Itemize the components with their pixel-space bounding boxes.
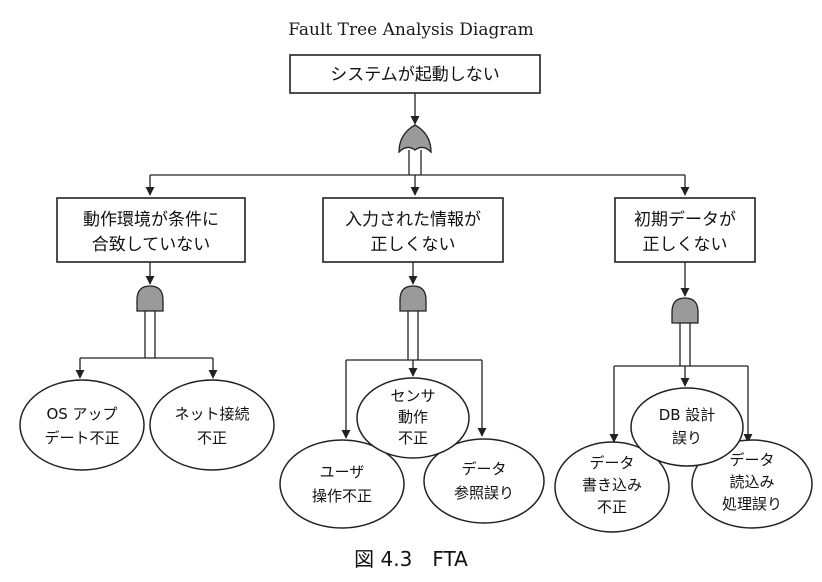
diagram-title: Fault Tree Analysis Diagram [288,20,534,40]
top-event: システムが起動しない [289,54,541,94]
basic-event-network-line-2: 不正 [197,429,227,447]
intermediate-event-3-line-1: 初期データが [634,209,736,230]
basic-event-sensor-line-2: 動作 [398,408,428,426]
basic-event-network-line-1: ネット接続 [174,405,249,423]
basic-event-sensor-line-1: センサ [390,387,435,405]
basic-event-data-write: データ 書き込み 不正 [554,441,670,533]
basic-event-data-reference-line-2: 参照誤り [454,484,514,502]
basic-event-data-read-line-1: データ [729,451,774,469]
basic-event-data-reference: データ 参照誤り [423,438,545,524]
basic-event-data-write-line-3: 不正 [597,498,627,516]
top-event-label: システムが起動しない [330,65,500,85]
basic-event-user-operation-line-2: 操作不正 [312,487,372,505]
basic-event-db-design-line-2: 誤り [672,429,702,447]
and-gate-1-icon [136,285,164,312]
intermediate-event-1: 動作環境が条件に 合致していない [56,197,246,263]
basic-event-data-read-line-3: 処理誤り [722,495,782,513]
basic-event-network: ネット接続 不正 [149,379,275,471]
basic-event-db-design-line-1: DB 設計 [659,406,716,424]
basic-event-data-write-line-2: 書き込み [582,476,642,494]
basic-event-data-read-line-2: 読込み [729,473,774,491]
basic-event-os-update: OS アップ デート不正 [19,379,145,471]
intermediate-event-2: 入力された情報が 正しくない [322,197,504,263]
intermediate-event-2-line-2: 正しくない [371,235,456,255]
basic-event-user-operation: ユーザ 操作不正 [279,439,405,529]
basic-event-os-update-line-2: デート不正 [44,429,119,447]
intermediate-event-1-line-2: 合致していない [92,235,211,255]
basic-event-sensor-line-3: 不正 [398,429,428,447]
basic-event-os-update-line-1: OS アップ [46,405,117,423]
basic-event-data-reference-line-1: データ [461,460,506,478]
basic-event-data-read: データ 読込み 処理誤り [691,439,813,529]
basic-event-user-operation-line-1: ユーザ [320,463,365,481]
basic-event-db-design: DB 設計 誤り [630,387,744,467]
intermediate-event-3: 初期データが 正しくない [614,197,756,263]
basic-event-data-write-line-1: データ [589,454,634,472]
and-gate-3-icon [671,297,699,324]
intermediate-event-1-line-1: 動作環境が条件に [83,210,219,230]
basic-event-sensor: センサ 動作 不正 [356,377,470,459]
intermediate-event-2-line-1: 入力された情報が [345,210,481,230]
intermediate-event-3-line-2: 正しくない [643,235,728,255]
figure-caption: 図 4.3 FTA [354,547,468,571]
and-gate-2-icon [399,285,427,312]
top-or-gate-icon [398,124,432,154]
